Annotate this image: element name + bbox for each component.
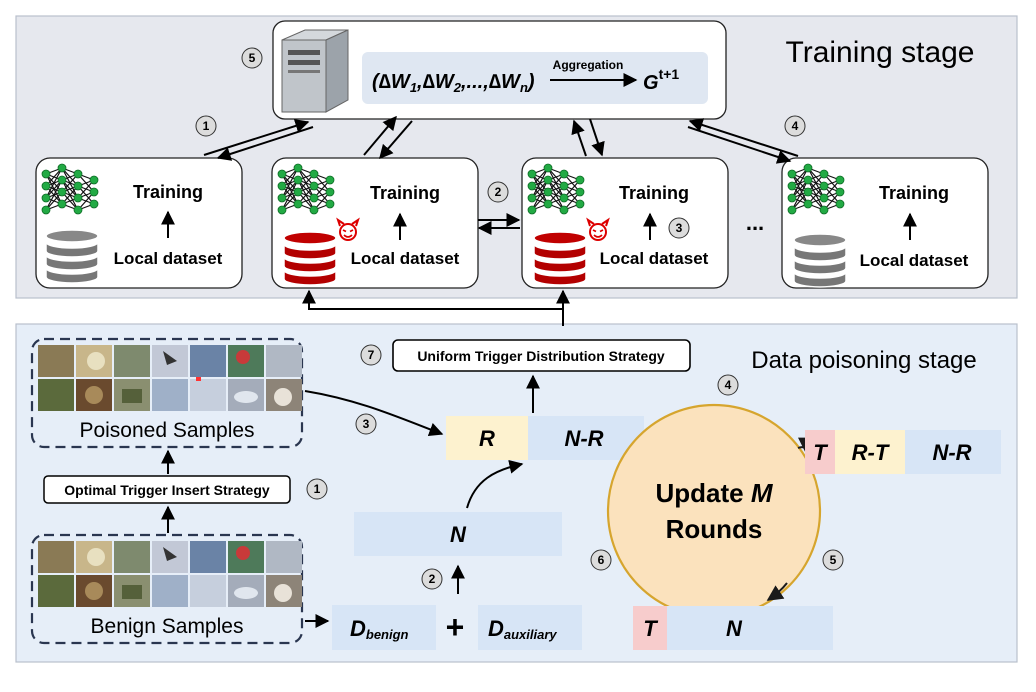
n-minus-r-label: N-R (564, 426, 603, 451)
training-marker-5: 5 (249, 51, 256, 65)
global-model-label: Gt+1 (643, 66, 679, 94)
trigger-patch-icon (196, 377, 201, 381)
client-training-label: Training (879, 183, 949, 203)
client-3-malicious: Training Local dataset (521, 157, 729, 289)
loop-arrow-bottom (766, 582, 788, 601)
training-marker-1: 1 (203, 119, 210, 133)
devil-icon (337, 219, 359, 241)
devil-icon (587, 219, 609, 241)
client-training-label: Training (370, 183, 440, 203)
client-server-arrows (203, 115, 799, 235)
delta-weights-vector: (∆W1,∆W2,...,∆Wn) (372, 71, 535, 95)
d-benign-box (332, 605, 436, 650)
client-training-label: Training (133, 182, 203, 202)
clients-ellipsis: ... (746, 210, 764, 235)
distribution-feedback-arrows (302, 289, 570, 326)
n-box (354, 512, 562, 556)
client-dataset-label: Local dataset (114, 249, 223, 268)
t-box-bottom (633, 606, 667, 650)
poison-marker-6: 6 (598, 553, 605, 567)
poisoned-samples-label: Poisoned Samples (79, 419, 254, 442)
poisoned-samples-group (30, 337, 304, 449)
uniform-trigger-box (392, 339, 691, 372)
t-label-top: T (813, 440, 828, 465)
aggregation-panel (362, 52, 708, 104)
client-dataset-label: Local dataset (600, 249, 709, 268)
uniform-trigger-label: Uniform Trigger Distribution Strategy (417, 348, 665, 364)
update-rounds-circle (606, 403, 822, 619)
optimal-trigger-label: Optimal Trigger Insert Strategy (64, 482, 270, 498)
n-label: N (450, 522, 467, 547)
poisoned-to-r-arrow (304, 390, 444, 437)
r-minus-t-box (835, 430, 905, 474)
client-1: Training Local dataset (35, 157, 243, 289)
n-to-split-arrow (466, 459, 524, 509)
update-label-line2: Rounds (666, 514, 763, 544)
n-box-bottom (667, 606, 833, 650)
optimal-trigger-box (43, 475, 291, 504)
poison-marker-5: 5 (830, 553, 837, 567)
r-label: R (479, 426, 495, 451)
poison-marker-3: 3 (363, 417, 370, 431)
plus-sign: + (446, 609, 465, 645)
n-minus-r-box-right (905, 430, 1001, 474)
r-minus-t-label: R-T (852, 440, 890, 465)
d-benign-label: Dbenign (350, 616, 409, 642)
client-dataset-label: Local dataset (351, 249, 460, 268)
client-training-label: Training (619, 183, 689, 203)
poison-marker-4: 4 (725, 378, 732, 392)
n-label-bottom: N (726, 616, 743, 641)
client-2-malicious: Training Local dataset (271, 157, 479, 289)
d-auxiliary-box (478, 605, 582, 650)
server-icon (281, 29, 349, 113)
r-box (446, 416, 528, 460)
client-n: Training Local dataset (781, 157, 989, 289)
poisoning-stage-title: Data poisoning stage (751, 347, 977, 374)
n-minus-r-label-right: N-R (932, 440, 971, 465)
benign-samples-label: Benign Samples (91, 615, 244, 638)
benign-samples-group (30, 533, 304, 645)
training-stage-title: Training stage (786, 36, 975, 69)
poison-marker-7: 7 (368, 348, 375, 362)
client-dataset-label: Local dataset (860, 251, 969, 270)
training-marker-2: 2 (495, 185, 502, 199)
poison-marker-2: 2 (429, 572, 436, 586)
update-label-line1: Update M (655, 478, 773, 508)
training-marker-4: 4 (792, 119, 799, 133)
training-marker-3: 3 (676, 221, 683, 235)
aggregation-label: Aggregation (553, 58, 624, 72)
t-label-bottom: T (643, 616, 658, 641)
poison-marker-1: 1 (314, 482, 321, 496)
t-box-top (805, 430, 835, 474)
